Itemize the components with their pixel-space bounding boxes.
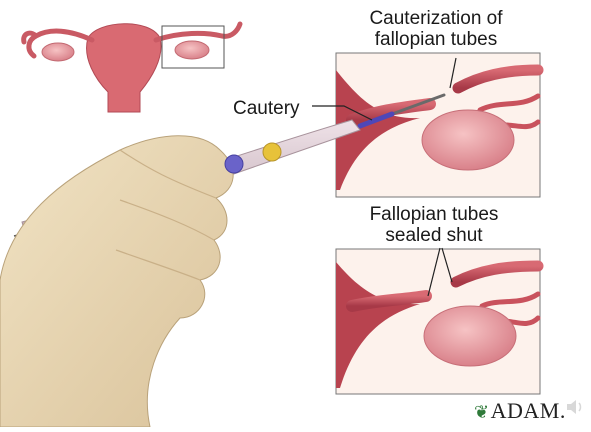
inset-cauterization — [336, 53, 540, 197]
cauterization-label-line2: fallopian tubes — [338, 29, 534, 50]
adam-logo-text: ADAM. — [491, 398, 566, 423]
inset-sealed — [336, 248, 540, 394]
sealed-label: Fallopian tubes sealed shut — [336, 204, 532, 246]
adam-logo: ❦ADAM. — [474, 398, 566, 424]
adam-leaf-icon: ❦ — [474, 402, 490, 422]
hand-with-cautery-pen — [0, 120, 360, 427]
sealed-label-line1: Fallopian tubes — [336, 204, 532, 225]
cautery-label: Cautery — [233, 98, 300, 119]
cauterization-label-line1: Cauterization of — [338, 8, 534, 29]
cauterization-label: Cauterization of fallopian tubes — [338, 8, 534, 50]
speaker-icon[interactable] — [565, 398, 585, 421]
sealed-label-line2: sealed shut — [336, 225, 532, 246]
uterus-overview — [24, 24, 240, 112]
